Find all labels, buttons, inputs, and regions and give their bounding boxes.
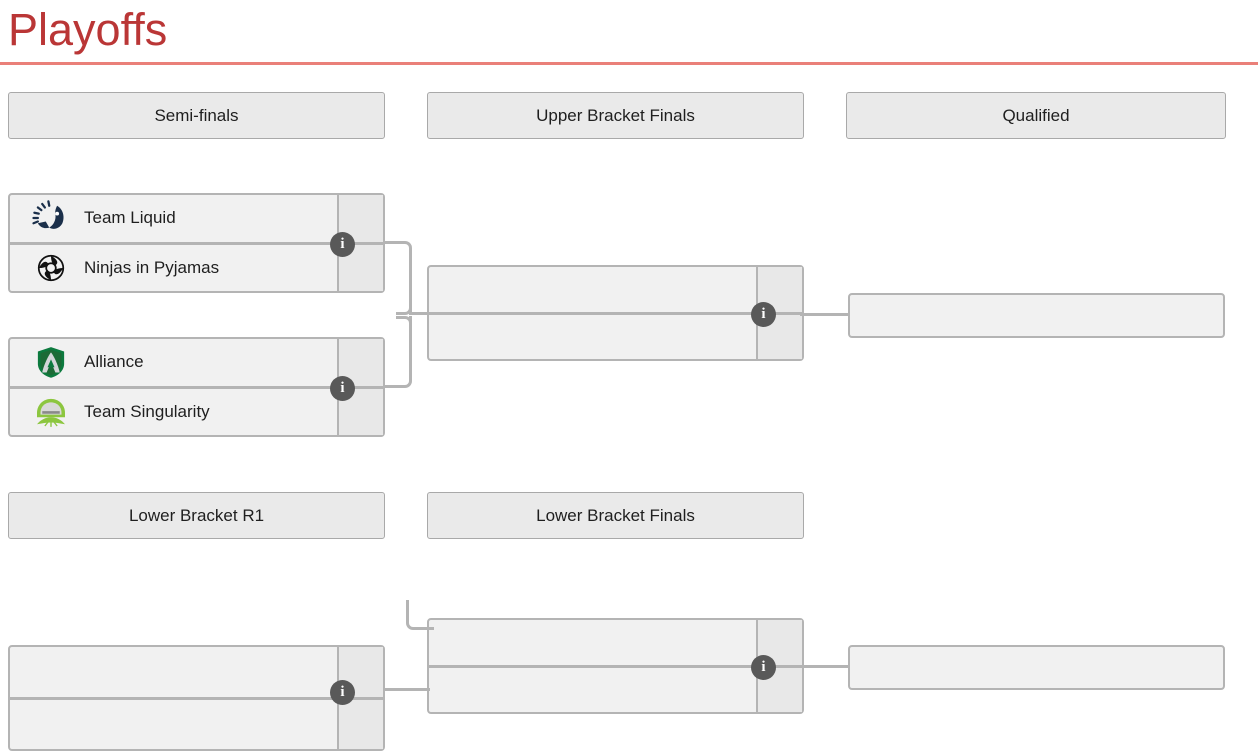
round-header-qualified-label: Qualified [1002,105,1070,125]
match-upper-bracket-final[interactable]: i [427,265,804,361]
match-row[interactable]: Team Liquid [10,195,383,242]
round-header-qualified[interactable]: Qualified [846,92,1226,139]
team-cell[interactable] [429,668,756,713]
team-liquid-logo [32,200,64,230]
title-divider [0,62,1258,65]
match-lower-bracket-final[interactable]: i [427,618,804,714]
team-cell[interactable]: Team Liquid [10,195,337,242]
alliance-logo [37,347,65,378]
connector-sf1-out [385,241,398,244]
connector-sf2-out [385,385,398,388]
round-header-lower-bracket-finals-label: Lower Bracket Finals [536,505,695,525]
connector-lbf-to-qualified [800,665,850,668]
team-cell[interactable] [10,647,337,697]
match-info-icon[interactable]: i [330,232,355,257]
round-header-semifinals[interactable]: Semi-finals [8,92,385,139]
score-cell [337,699,383,749]
team-cell[interactable]: Alliance [10,339,337,386]
match-semifinal-1[interactable]: Team Liquid Ninjas in Pyjamas [8,193,385,293]
match-row[interactable]: Team Singularity [10,385,383,436]
match-info-icon[interactable]: i [751,655,776,680]
connector-ubf-top-corner [396,281,412,315]
connector-sf2-corner [396,351,412,388]
match-row[interactable] [429,267,802,312]
match-info-icon[interactable]: i [751,302,776,327]
qualified-slot-upper[interactable] [848,293,1225,338]
connector-sf1-corner [396,241,412,275]
connector-ubf-to-qualified [800,313,850,316]
round-header-lower-bracket-r1[interactable]: Lower Bracket R1 [8,492,385,539]
round-header-semifinals-label: Semi-finals [154,105,239,125]
team-cell[interactable]: Team Singularity [10,389,337,436]
match-row[interactable] [429,620,802,665]
team-singularity-logo [37,398,65,427]
team-cell[interactable] [429,267,756,312]
round-header-upper-bracket-finals-label: Upper Bracket Finals [536,105,695,125]
ninjas-in-pyjamas-logo [37,254,65,281]
team-cell[interactable] [10,700,337,750]
round-header-lower-bracket-r1-label: Lower Bracket R1 [128,505,265,525]
match-row[interactable] [850,295,1223,336]
team-name: Team Liquid [84,208,176,228]
match-row[interactable] [429,311,802,360]
connector-lbf-top-dropin [418,627,434,630]
connector-lbr1-to-lbf [385,688,430,691]
round-header-lower-bracket-finals[interactable]: Lower Bracket Finals [427,492,804,539]
page-title: Playoffs [8,4,168,55]
team-name: Ninjas in Pyjamas [84,257,220,277]
team-name: Alliance [84,352,144,372]
match-row[interactable] [429,664,802,713]
match-row[interactable] [10,696,383,750]
match-row[interactable]: Alliance [10,339,383,386]
team-cell[interactable] [850,295,1223,336]
team-cell[interactable] [429,620,756,665]
connector-ubf-bottom-corner [396,316,412,350]
match-row[interactable]: Ninjas in Pyjamas [10,241,383,292]
connector-ubf-top-in [409,312,431,315]
team-cell[interactable] [429,315,756,360]
round-header-upper-bracket-finals[interactable]: Upper Bracket Finals [427,92,804,139]
match-row[interactable] [850,647,1223,688]
team-name: Team Singularity [84,401,210,421]
match-lower-bracket-r1[interactable]: i [8,645,385,751]
qualified-slot-lower[interactable] [848,645,1225,690]
match-info-icon[interactable]: i [330,680,355,705]
team-cell[interactable] [850,647,1223,688]
connector-lbf-top-dropin-corner [406,600,422,630]
match-row[interactable] [10,647,383,697]
match-semifinal-2[interactable]: Alliance Team Singularity [8,337,385,437]
match-info-icon[interactable]: i [330,376,355,401]
team-cell[interactable]: Ninjas in Pyjamas [10,245,337,292]
